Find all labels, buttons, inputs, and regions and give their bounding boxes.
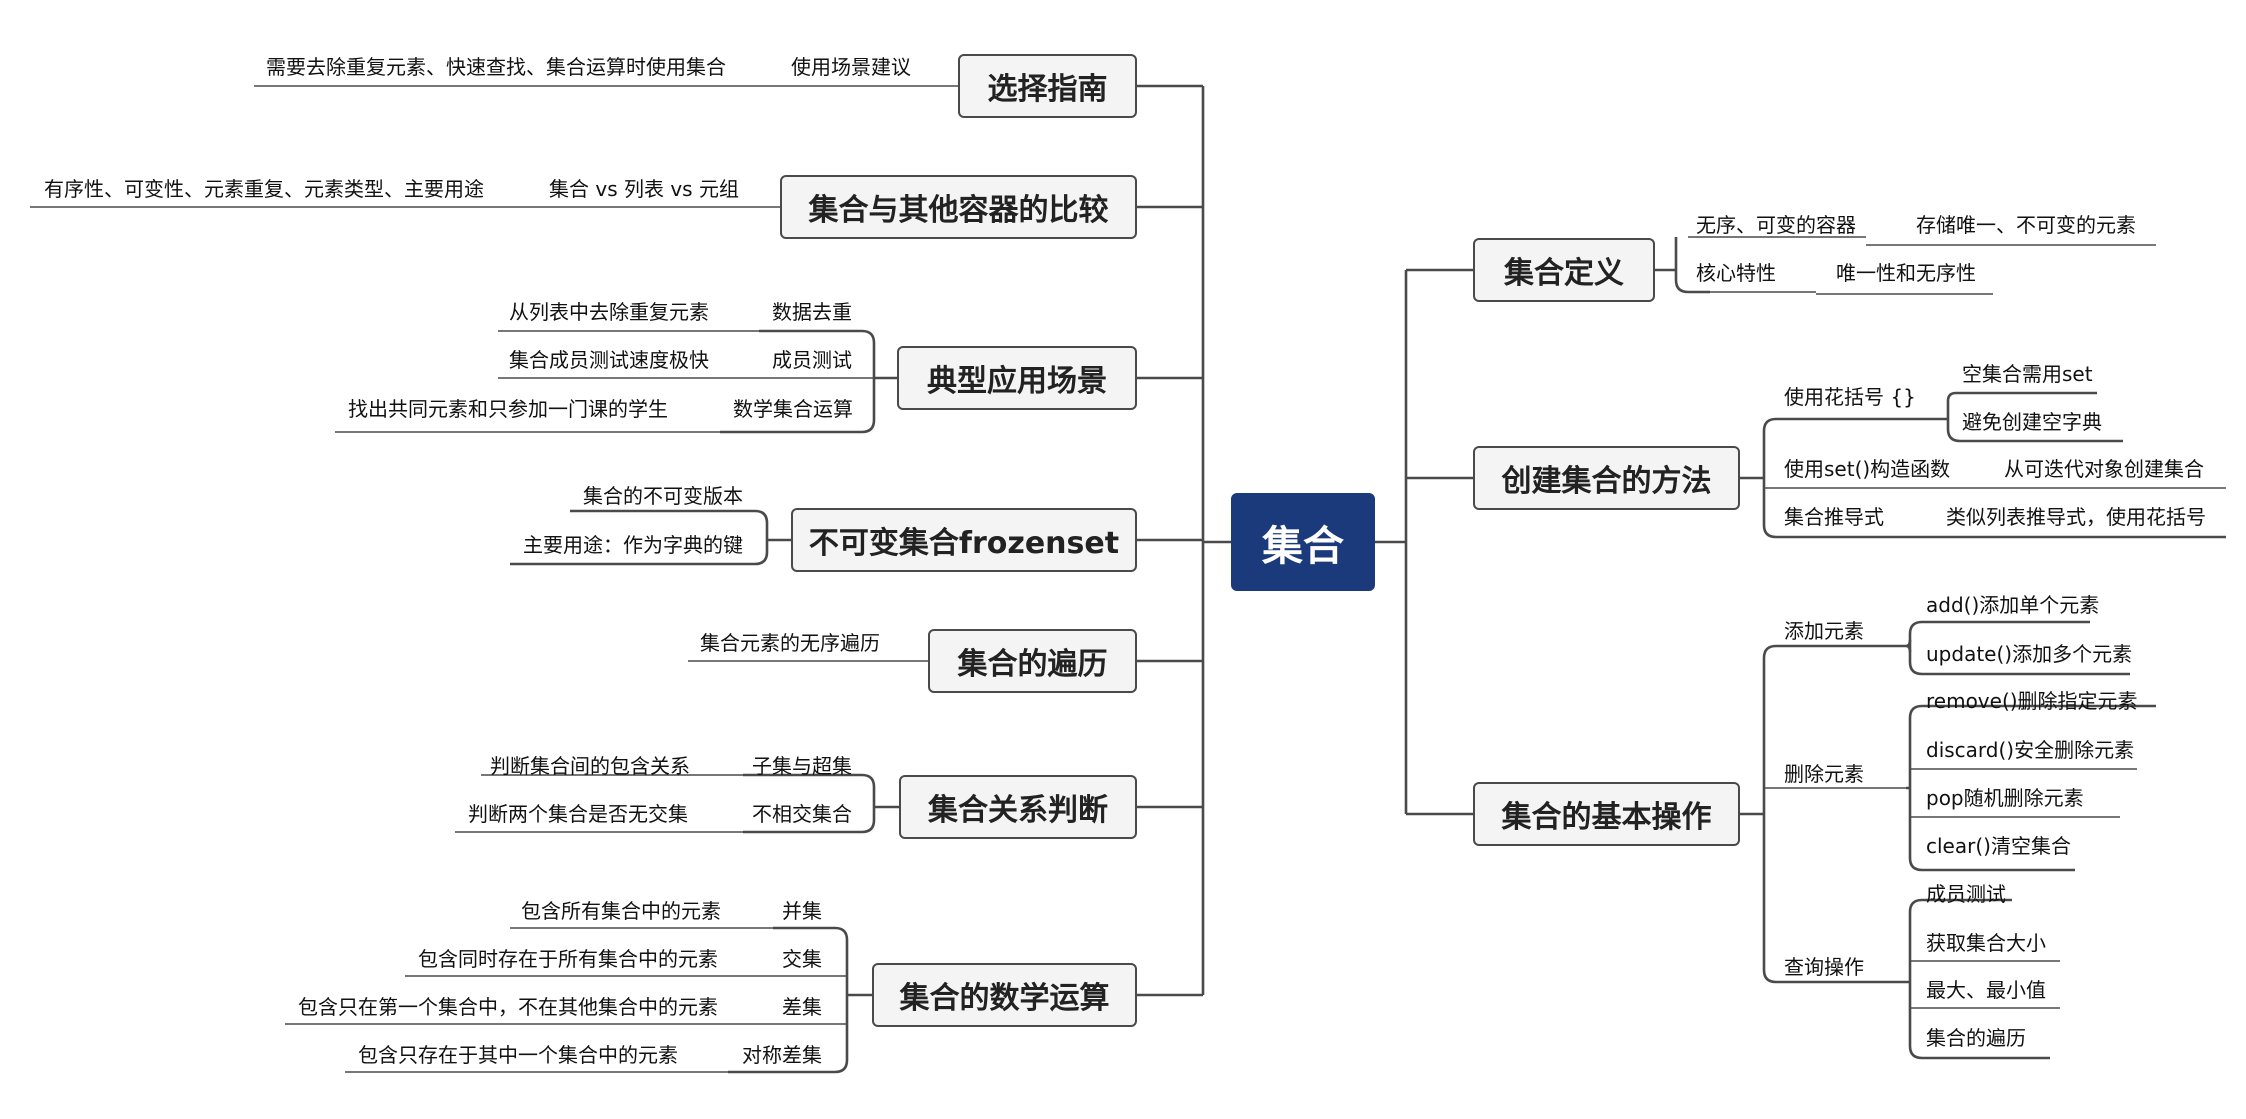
trunk-left <box>1201 86 1231 995</box>
topic-use-cases[interactable]: 典型应用场景 <box>897 346 1137 410</box>
leaf-label[interactable]: 需要去除重复元素、快速查找、集合运算时使用集合 <box>266 55 726 79</box>
subnode-label[interactable]: 集合 vs 列表 vs 元组 <box>549 177 739 201</box>
leaf-label[interactable]: 避免创建空字典 <box>1962 410 2102 434</box>
topic-set-relations[interactable]: 集合关系判断 <box>899 775 1137 839</box>
subnode-label[interactable]: 子集与超集 <box>752 754 852 778</box>
topic-iteration[interactable]: 集合的遍历 <box>928 629 1137 693</box>
subnode-label[interactable]: 交集 <box>782 947 822 971</box>
subnode-label[interactable]: 删除元素 <box>1784 762 1864 786</box>
leaf-label[interactable]: update()添加多个元素 <box>1926 642 2133 666</box>
topic-math-operations[interactable]: 集合的数学运算 <box>872 963 1137 1027</box>
leaf-label[interactable]: 唯一性和无序性 <box>1836 261 1976 285</box>
subnode-label[interactable]: 差集 <box>782 995 822 1019</box>
leaf-label[interactable]: remove()删除指定元素 <box>1926 689 2138 713</box>
leaf-label[interactable]: 从列表中去除重复元素 <box>509 300 709 324</box>
subnode-label[interactable]: 集合的不可变版本 <box>583 484 743 508</box>
subnode-label[interactable]: 查询操作 <box>1784 955 1864 979</box>
leaf-label[interactable]: 判断集合间的包含关系 <box>490 754 690 778</box>
topic-create-set[interactable]: 创建集合的方法 <box>1473 446 1740 510</box>
subnode-label[interactable]: 无序、可变的容器 <box>1696 213 1856 237</box>
leaf-label[interactable]: 包含只存在于其中一个集合中的元素 <box>358 1043 678 1067</box>
leaf-label[interactable]: 最大、最小值 <box>1926 978 2046 1002</box>
subnode-label[interactable]: 使用花括号 {} <box>1784 385 1916 409</box>
leaf-label[interactable]: 存储唯一、不可变的元素 <box>1916 213 2136 237</box>
leaf-label[interactable]: pop随机删除元素 <box>1926 786 2084 810</box>
leaf-label[interactable]: 从可迭代对象创建集合 <box>2004 457 2204 481</box>
leaf-label[interactable]: 获取集合大小 <box>1926 931 2046 955</box>
subnode-label[interactable]: 成员测试 <box>772 348 852 372</box>
root-node[interactable]: 集合 <box>1231 493 1375 591</box>
topic-selection-guide[interactable]: 选择指南 <box>958 54 1137 118</box>
subnode-label[interactable]: 核心特性 <box>1696 261 1776 285</box>
topic-container-comparison[interactable]: 集合与其他容器的比较 <box>780 175 1137 239</box>
subnode-label[interactable]: 集合推导式 <box>1784 505 1884 529</box>
subnode-label[interactable]: 对称差集 <box>742 1043 822 1067</box>
leaf-label[interactable]: 成员测试 <box>1926 882 2006 906</box>
trunk-right <box>1375 270 1408 814</box>
leaf-label[interactable]: clear()清空集合 <box>1926 834 2071 858</box>
subnode-label[interactable]: 并集 <box>782 899 822 923</box>
subnode-label[interactable]: 集合元素的无序遍历 <box>700 631 880 655</box>
leaf-label[interactable]: 空集合需用set <box>1962 362 2093 386</box>
topic-frozenset[interactable]: 不可变集合frozenset <box>791 508 1137 572</box>
topic-set-definition[interactable]: 集合定义 <box>1473 238 1655 302</box>
topic-basic-operations[interactable]: 集合的基本操作 <box>1473 782 1740 846</box>
leaf-label[interactable]: 包含同时存在于所有集合中的元素 <box>418 947 718 971</box>
subnode-label[interactable]: 不相交集合 <box>752 802 852 826</box>
leaf-label[interactable]: 集合的遍历 <box>1926 1026 2026 1050</box>
leaf-label[interactable]: 类似列表推导式，使用花括号 <box>1946 505 2206 529</box>
leaf-label[interactable]: discard()安全删除元素 <box>1926 738 2135 762</box>
subnode-label[interactable]: 数学集合运算 <box>733 397 853 421</box>
leaf-label[interactable]: 集合成员测试速度极快 <box>509 348 709 372</box>
leaf-label[interactable]: add()添加单个元素 <box>1926 593 2100 617</box>
leaf-label[interactable]: 找出共同元素和只参加一门课的学生 <box>348 397 668 421</box>
subnode-label[interactable]: 添加元素 <box>1784 619 1864 643</box>
leaf-label[interactable]: 判断两个集合是否无交集 <box>468 802 688 826</box>
leaf-label[interactable]: 包含所有集合中的元素 <box>521 899 721 923</box>
subnode-label[interactable]: 使用场景建议 <box>791 55 911 79</box>
leaf-label[interactable]: 包含只在第一个集合中，不在其他集合中的元素 <box>298 995 718 1019</box>
leaf-label[interactable]: 有序性、可变性、元素重复、元素类型、主要用途 <box>44 177 484 201</box>
subnode-label[interactable]: 使用set()构造函数 <box>1784 457 1951 481</box>
subnode-label[interactable]: 主要用途：作为字典的键 <box>523 533 743 557</box>
subnode-label[interactable]: 数据去重 <box>772 300 852 324</box>
